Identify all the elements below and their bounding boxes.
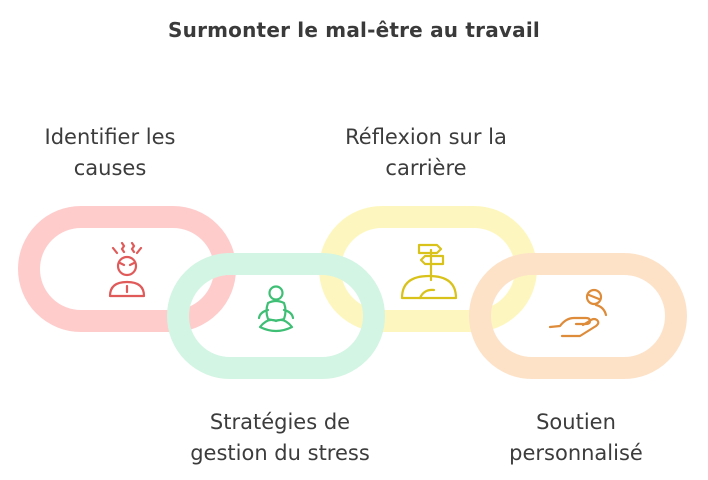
meditation-icon: [257, 285, 295, 333]
signpost-hill-icon: [400, 243, 458, 300]
helping-hand-icon: [548, 288, 608, 338]
diagram-title: Surmonter le mal-être au travail: [168, 18, 540, 42]
step-label-personal-support: Soutien personnalisé: [509, 410, 643, 465]
chain-link-stress-strategies: [167, 253, 385, 379]
step-label-career-reflection: Réflexion sur la carrière: [345, 125, 507, 180]
step-label-stress-strategies: Stratégies de gestion du stress: [190, 410, 370, 465]
chain-link-personal-support: [469, 253, 687, 379]
stressed-person-icon: [108, 241, 146, 298]
step-label-identify-causes: Identifier les causes: [44, 125, 176, 180]
